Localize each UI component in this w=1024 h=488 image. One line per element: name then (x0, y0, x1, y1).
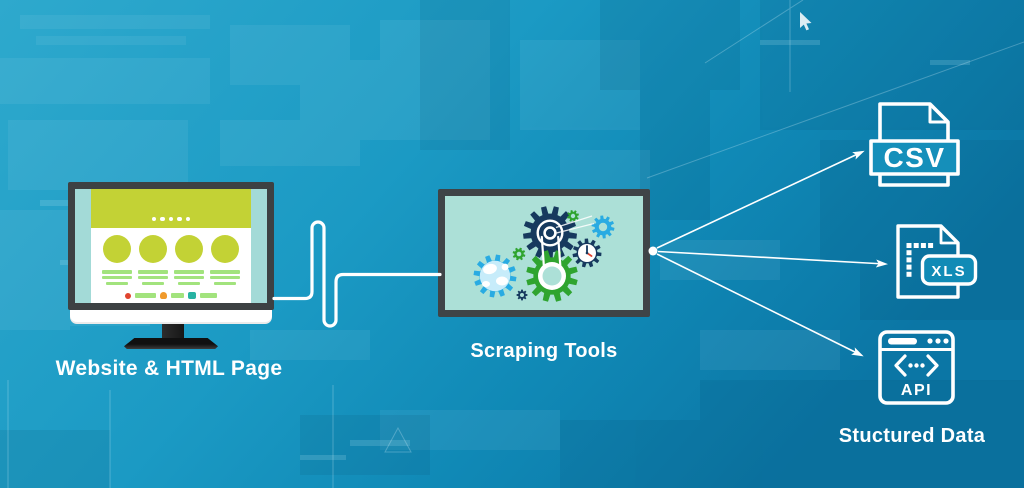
content-card (172, 235, 206, 303)
webpage-content (91, 228, 251, 303)
outputs-label: Stuctured Data (838, 425, 986, 447)
content-card (136, 235, 170, 303)
menu-dot (177, 216, 182, 221)
arrow-to-xls (657, 250, 888, 268)
connector-scraper-to-outputs (648, 150, 888, 357)
content-card (208, 235, 242, 303)
monitor-stand-base (124, 338, 218, 349)
xls-label: XLS (931, 263, 966, 280)
code-brackets-icon (894, 354, 939, 377)
arrow-to-api (656, 253, 864, 357)
avatar-circle (211, 235, 239, 263)
scraping-tools-panel (438, 189, 650, 317)
avatar-circle (139, 235, 167, 263)
xls-file-icon: XLS (896, 224, 978, 299)
webpage-footer (91, 291, 251, 300)
csv-file-icon: CSV (869, 102, 960, 187)
monitor-screen (75, 189, 267, 303)
menu-dot (168, 216, 174, 221)
browser-dots (927, 338, 949, 344)
menu-dot (185, 216, 191, 221)
webpage-mockup (91, 189, 251, 303)
website-label: Website & HTML Page (55, 357, 283, 380)
webpage-header (91, 189, 251, 228)
monitor-bezel (68, 182, 274, 310)
user-icon (160, 292, 167, 299)
chat-icon (188, 292, 196, 299)
api-icon: API (878, 330, 955, 405)
arrow-to-csv (656, 150, 865, 249)
monitor-stand-neck (162, 324, 184, 339)
csv-label: CSV (883, 142, 945, 173)
cursor-arrow-icon (800, 12, 812, 31)
scraper-label: Scraping Tools (470, 340, 618, 362)
menu-dot (151, 216, 157, 221)
avatar-circle (103, 235, 131, 263)
content-card (100, 235, 134, 303)
monitor-chin (70, 310, 272, 324)
browser-tab-pill (888, 338, 917, 345)
api-label: API (901, 382, 932, 399)
connector-website-to-scraper (272, 220, 442, 328)
record-dot-icon (125, 292, 131, 299)
menu-dot (160, 216, 165, 221)
avatar-circle (175, 235, 203, 263)
spreadsheet-grid-icon (906, 243, 934, 277)
